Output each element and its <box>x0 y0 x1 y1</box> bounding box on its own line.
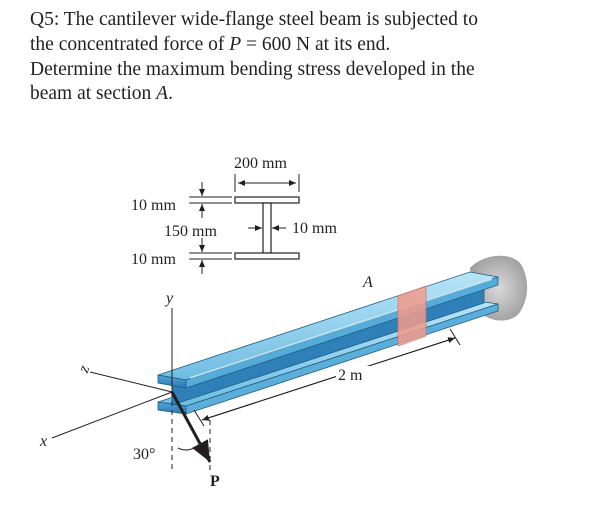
bottom-flange-thickness-label: 10 mm <box>131 251 176 268</box>
web-height-label: 150 mm <box>164 223 217 240</box>
beam <box>157 271 499 415</box>
force-arrow <box>170 391 212 463</box>
length-label-bg <box>336 366 372 384</box>
x-axis-label: x <box>39 433 47 450</box>
z-axis <box>89 371 173 393</box>
axes: y z x <box>39 290 174 450</box>
angle-label: 30° <box>133 446 155 463</box>
z-axis-label: z <box>75 362 94 375</box>
length-dim-line-back <box>201 337 456 421</box>
angle-arc <box>177 447 195 451</box>
question-line-4-text: beam at section <box>30 83 157 105</box>
question-line-4: beam at section A. <box>30 82 600 107</box>
force-label: P <box>210 473 220 490</box>
web-thickness-label: 10 mm <box>292 220 337 237</box>
web <box>262 202 272 254</box>
question-line-1-text: Q5: The cantilever wide-flange steel bea… <box>30 9 478 30</box>
question-line-2: the concentrated force of P = 600 N at i… <box>30 33 600 58</box>
problem-statement: Q5: The cantilever wide-flange steel bea… <box>30 8 600 107</box>
length-tick-right <box>449 328 461 346</box>
top-flange-thickness-label: 10 mm <box>131 197 176 214</box>
force-variable: P <box>229 33 242 55</box>
question-line-2-text: the concentrated force of <box>30 33 230 55</box>
section-a-label: A <box>362 274 373 291</box>
cross-section: 200 mm 10 mm 150 mm 10 mm 10 mm <box>131 155 337 274</box>
length-tick-left <box>193 409 205 427</box>
question-line-3: Determine the maximum bending stress dev… <box>30 58 600 83</box>
question-line-4-end: . <box>168 83 173 105</box>
bottom-flange <box>234 252 300 260</box>
top-flange <box>234 196 300 204</box>
question-line-3-text: Determine the maximum bending stress dev… <box>30 58 475 80</box>
section-a-plane <box>397 285 427 347</box>
force-p: 30° P <box>133 391 220 490</box>
section-variable: A <box>156 83 169 105</box>
y-axis-label: y <box>164 290 174 307</box>
length-label: 2 m <box>338 367 363 384</box>
x-axis <box>51 391 173 439</box>
question-line-1: Q5: The cantilever wide-flange steel bea… <box>30 8 600 33</box>
force-value: = 600 N at its end. <box>241 33 391 55</box>
flange-width-label: 200 mm <box>234 155 287 172</box>
